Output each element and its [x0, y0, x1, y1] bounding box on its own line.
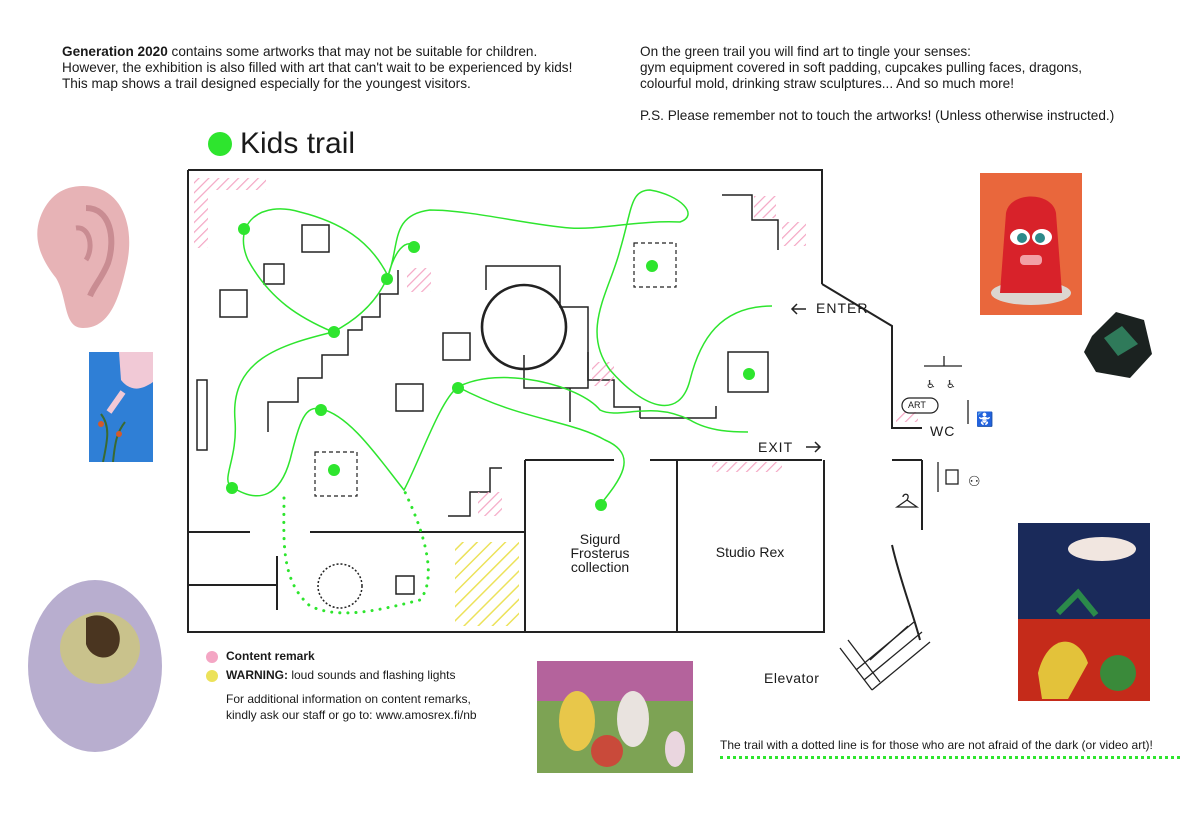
intro-line1: contains some artworks that may not be s… [167, 44, 538, 59]
art-badge: ART [908, 400, 926, 410]
accessible-icon-2: ♿ [946, 378, 956, 391]
legend-warning: WARNING: loud sounds and flashing lights [206, 666, 477, 685]
legend-info: For additional information on content re… [206, 691, 477, 723]
ps-note: P.S. Please remember not to touch the ar… [640, 108, 1115, 123]
warning-area [455, 542, 519, 626]
artwork-mold-image [28, 580, 162, 752]
info-line2: kindly ask our staff or go to: www.amosr… [226, 708, 477, 722]
outer-wall-left [187, 170, 825, 633]
accessible-icon: ♿ [926, 378, 936, 391]
stroller-icon: ⚇ [968, 474, 981, 490]
warning-text: loud sounds and flashing lights [288, 668, 456, 682]
outer-wall [188, 169, 823, 284]
info-line1: For additional information on content re… [226, 692, 471, 706]
artwork-fantasy-painting-image [1018, 523, 1150, 701]
dotted-line-sample [720, 756, 1180, 759]
trail-description: On the green trail you will find art to … [640, 44, 1160, 124]
pink-dot-icon [206, 650, 218, 663]
content-remark-areas [194, 178, 918, 516]
trail-desc-line1: On the green trail you will find art to … [640, 44, 971, 59]
baby-change-icon: 🚼 [976, 411, 993, 428]
artwork-watering-can-image [89, 352, 153, 462]
artwork-ear-image [37, 186, 130, 328]
dark-trail [282, 488, 430, 615]
trail-desc-line2: gym equipment covered in soft padding, c… [640, 60, 1083, 75]
intro-text: Generation 2020 contains some artworks t… [62, 44, 622, 92]
artwork-jelly-image [980, 173, 1082, 315]
elevator-wall [891, 544, 921, 641]
room-sigurd-frosterus: Sigurd Frosterus collection [540, 532, 660, 574]
title-text: Kids trail [240, 127, 356, 160]
dark-trail-note: The trail with a dotted line is for thos… [720, 738, 1153, 752]
intro-bold: Generation 2020 [62, 44, 168, 59]
legend-content-remark: Content remark [206, 647, 477, 666]
page-title: Kids trail [208, 127, 355, 161]
room1-line1: Sigurd [579, 531, 621, 547]
elevator-label: Elevator [764, 670, 820, 686]
legend: Content remark WARNING: loud sounds and … [206, 647, 477, 723]
trail-desc-line3: colourful mold, drinking straw sculpture… [640, 76, 1014, 91]
enter-label: ENTER [816, 300, 869, 316]
artwork-stone-image [1084, 312, 1152, 378]
intro-line2: However, the exhibition is also filled w… [62, 60, 573, 75]
trail-stops [226, 223, 755, 511]
warning-bold: WARNING: [226, 668, 288, 682]
kids-trail [227, 189, 773, 506]
artwork-creatures-painting-image [537, 661, 693, 773]
wc-label: WC [930, 423, 956, 439]
legend-content-remark-label: Content remark [226, 649, 315, 663]
room1-line2: Frosterus [570, 545, 630, 561]
exit-label: EXIT [758, 439, 794, 455]
yellow-dot-icon [206, 669, 218, 682]
intro-line3: This map shows a trail designed especial… [62, 76, 471, 91]
green-dot-icon [208, 132, 232, 156]
room1-line3: collection [570, 559, 630, 575]
corridor-wall [821, 283, 922, 429]
room-studio-rex: Studio Rex [715, 544, 785, 560]
